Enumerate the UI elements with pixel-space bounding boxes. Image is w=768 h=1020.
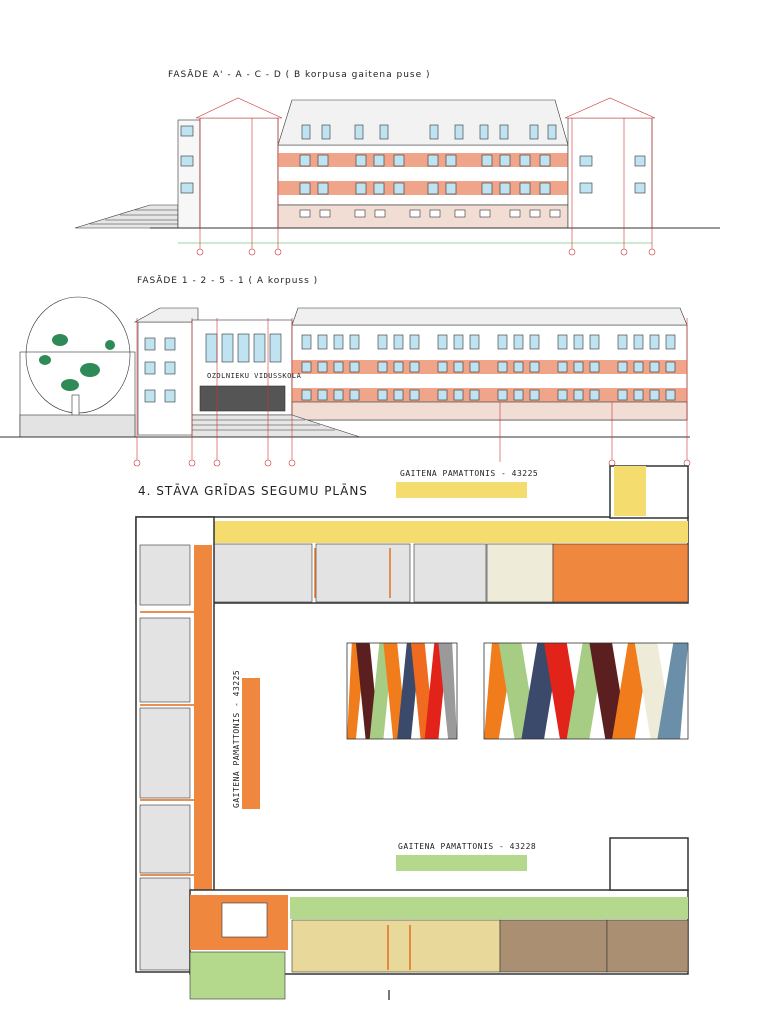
corridor-label-bottom: GAITENA PAMATTONIS - 43228 bbox=[398, 842, 537, 851]
swatch-frame bbox=[346, 642, 458, 740]
facade-a-title: FASĀDE 1 - 2 - 5 - 1 ( A korpuss ) bbox=[137, 276, 319, 286]
facade-a bbox=[0, 296, 691, 467]
school-sign: OZOLNIEKU VIDUSSKOLA bbox=[207, 372, 302, 380]
corridor-label-top: GAITENA PAMATTONIS - 43225 bbox=[400, 469, 539, 478]
facade-b-title: FASĀDE A' - A - C - D ( B korpusa gaiten… bbox=[168, 70, 431, 80]
swatch-frame bbox=[483, 642, 689, 740]
floor-plan-title: 4. STĀVA GRĪDAS SEGUMU PLĀNS bbox=[138, 484, 368, 498]
corridor-swatch-top bbox=[396, 482, 527, 498]
page-mark bbox=[388, 990, 390, 1000]
facade-b bbox=[74, 97, 720, 256]
swatch-panel-right bbox=[483, 642, 689, 740]
corridor-label-left: GAITENA PAMATTONIS - 43225 bbox=[232, 669, 241, 808]
corridor-swatch-left bbox=[242, 678, 260, 809]
corridor-swatch-bottom bbox=[396, 855, 527, 871]
swatch-stripe bbox=[438, 643, 457, 739]
floor-plan bbox=[135, 465, 689, 1000]
swatch-panel-left bbox=[346, 642, 458, 740]
swatch-stripe bbox=[657, 643, 688, 739]
